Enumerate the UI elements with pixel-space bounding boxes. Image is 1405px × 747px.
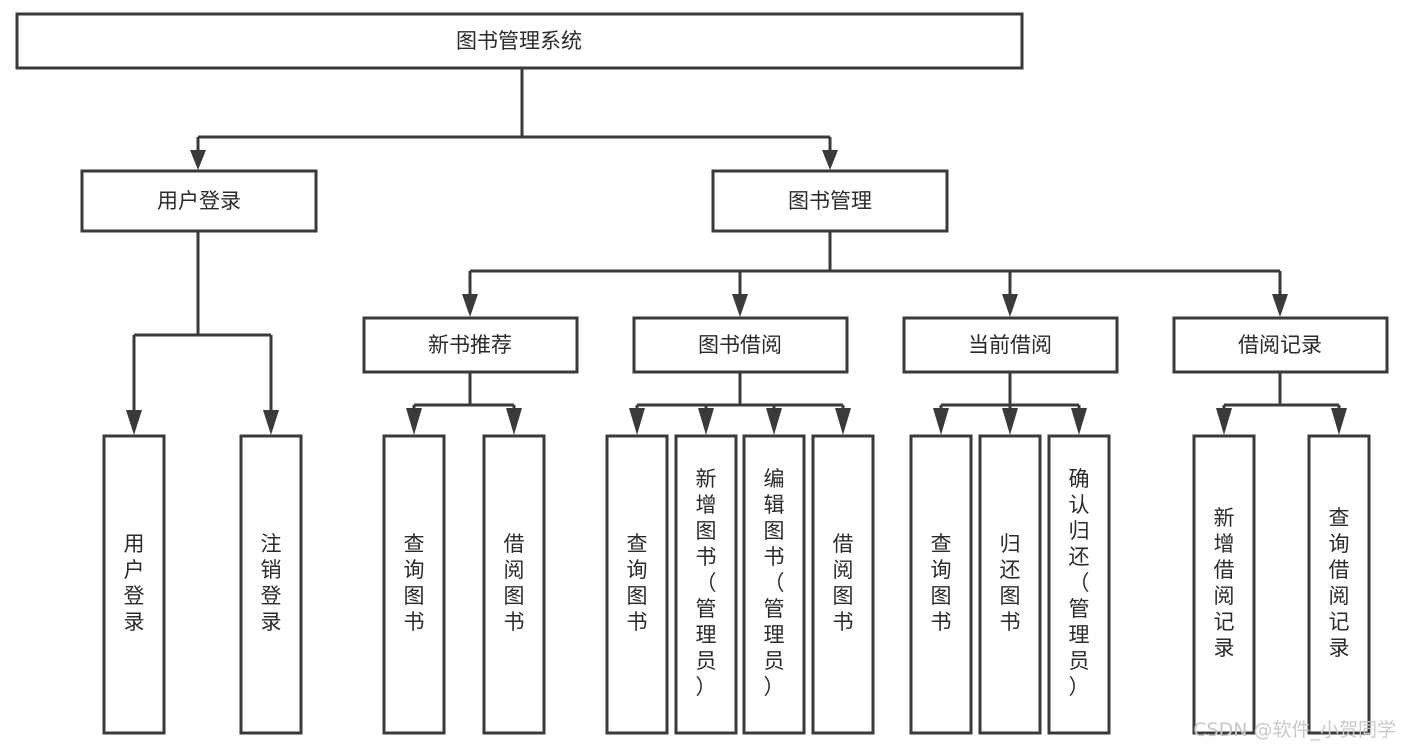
node-current-borrow[interactable]: 当前借阅 [902, 316, 1119, 374]
arrow-head-borrow-record-leaf-0 [1216, 408, 1232, 435]
arrow-head-user-login-leaf-0 [126, 410, 142, 435]
node-book-borrow-box[interactable] [632, 316, 849, 374]
leaf-current-borrow-0-label: 查询图书 [931, 532, 952, 634]
node-book-borrow-label: 图书借阅 [698, 333, 782, 357]
arrow-head-current-borrow-leaf-0 [933, 408, 949, 435]
node-borrow-record-box[interactable] [1172, 316, 1389, 374]
leaf-current-borrow-0[interactable]: 查询图书 [909, 434, 973, 735]
leaf-current-borrow-1-label: 归还图书 [1000, 532, 1021, 634]
leaf-book-borrow-1-box[interactable] [674, 434, 738, 735]
leaf-user-login-0-label: 用户登录 [124, 532, 145, 634]
node-current-borrow-label: 当前借阅 [968, 333, 1052, 357]
leaf-book-borrow-0-label: 查询图书 [627, 532, 648, 634]
node-new-book-recommend-label: 新书推荐 [428, 333, 512, 357]
arrow-head-new-book-leaf-1 [506, 408, 522, 435]
leaf-book-borrow-2-box[interactable] [742, 434, 806, 735]
leaf-new-book-0[interactable]: 查询图书 [382, 434, 446, 735]
leaf-book-borrow-3-box[interactable] [811, 434, 875, 735]
node-book-manage-label: 图书管理 [788, 189, 872, 213]
node-book-manage-box[interactable] [711, 169, 949, 233]
arrow-head-book-borrow-leaf-2 [766, 408, 782, 435]
leaf-borrow-record-1-label: 查询借阅记录 [1329, 506, 1350, 660]
node-new-book-recommend-box[interactable] [362, 316, 579, 374]
leaf-book-borrow-1[interactable]: 新增图书（管理员） [674, 434, 738, 735]
leaf-current-borrow-2-box[interactable] [1047, 434, 1111, 735]
leaf-current-borrow-2[interactable]: 确认归还（管理员） [1047, 434, 1111, 735]
arrow-head-book-borrow [732, 294, 748, 317]
leaf-book-borrow-0-box[interactable] [605, 434, 669, 735]
arrow-head-book-borrow-leaf-0 [629, 408, 645, 435]
leaf-new-book-0-box[interactable] [382, 434, 446, 735]
arrow-head-new-book [462, 294, 478, 317]
arrow-head-current-borrow-leaf-2 [1071, 408, 1087, 435]
leaf-new-book-1-label: 借阅图书 [504, 532, 525, 634]
leaf-user-login-1-box[interactable] [239, 434, 303, 735]
arrow-head-book-borrow-leaf-1 [698, 408, 714, 435]
leaf-current-borrow-1[interactable]: 归还图书 [978, 434, 1042, 735]
leaf-book-borrow-3-label: 借阅图书 [833, 532, 854, 634]
leaf-book-borrow-2[interactable]: 编辑图书（管理员） [742, 434, 806, 735]
leaf-user-login-0[interactable]: 用户登录 [102, 434, 166, 735]
leaf-user-login-1[interactable]: 注销登录 [239, 434, 303, 735]
node-root[interactable]: 图书管理系统 [15, 12, 1024, 70]
node-current-borrow-box[interactable] [902, 316, 1119, 374]
leaf-borrow-record-0[interactable]: 新增借阅记录 [1192, 434, 1256, 735]
arrow-head-current-borrow [1002, 294, 1018, 317]
leaf-current-borrow-2-label: 确认归还（管理员） [1069, 467, 1090, 699]
leaf-book-borrow-3[interactable]: 借阅图书 [811, 434, 875, 735]
leaf-user-login-0-box[interactable] [102, 434, 166, 735]
leaf-borrow-record-0-box[interactable] [1192, 434, 1256, 735]
leaf-user-login-1-label: 注销登录 [261, 532, 282, 634]
node-root-box[interactable] [15, 12, 1024, 70]
leaf-current-borrow-1-box[interactable] [978, 434, 1042, 735]
arrow-head-new-book-leaf-0 [406, 408, 422, 435]
leaf-borrow-record-0-label: 新增借阅记录 [1214, 506, 1235, 660]
arrow-head-current-borrow-leaf-1 [1002, 408, 1018, 435]
node-user-login[interactable]: 用户登录 [80, 169, 318, 233]
node-new-book-recommend[interactable]: 新书推荐 [362, 316, 579, 374]
connector-layer [126, 68, 1347, 435]
arrow-head-book-manage [822, 150, 838, 170]
node-user-login-box[interactable] [80, 169, 318, 233]
node-root-label: 图书管理系统 [456, 29, 582, 53]
arrow-head-borrow-record-leaf-1 [1331, 408, 1347, 435]
node-book-manage[interactable]: 图书管理 [711, 169, 949, 233]
leaf-borrow-record-1-box[interactable] [1307, 434, 1371, 735]
leaf-new-book-0-label: 查询图书 [404, 532, 425, 634]
arrow-head-user-login [190, 150, 206, 170]
leaf-book-borrow-2-label: 编辑图书（管理员） [764, 467, 785, 699]
node-user-login-label: 用户登录 [157, 189, 241, 213]
node-book-borrow[interactable]: 图书借阅 [632, 316, 849, 374]
arrow-head-book-borrow-leaf-3 [835, 408, 851, 435]
node-borrow-record-label: 借阅记录 [1238, 333, 1322, 357]
leaf-book-borrow-1-label: 新增图书（管理员） [696, 467, 717, 699]
node-borrow-record[interactable]: 借阅记录 [1172, 316, 1389, 374]
watermark-label: CSDN @软件_小贺同学 [1193, 719, 1396, 741]
arrow-head-user-login-leaf-1 [263, 410, 279, 435]
arrow-head-borrow-record [1272, 294, 1288, 317]
leaf-book-borrow-0[interactable]: 查询图书 [605, 434, 669, 735]
leaf-borrow-record-1[interactable]: 查询借阅记录 [1307, 434, 1371, 735]
leaf-current-borrow-0-box[interactable] [909, 434, 973, 735]
leaf-new-book-1-box[interactable] [482, 434, 546, 735]
leaf-new-book-1[interactable]: 借阅图书 [482, 434, 546, 735]
